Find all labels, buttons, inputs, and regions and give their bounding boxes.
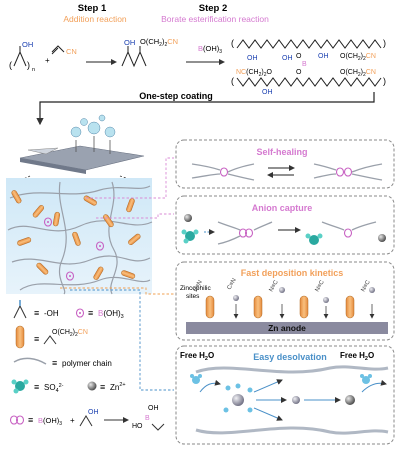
legend-so4: ≡ SO42-: [11, 379, 64, 394]
coating-label: One-step coating: [139, 91, 213, 101]
legend: ≡ -OH ≡ B(OH)3 ≡ O(CH2)2CN ≡ polymer cha…: [9, 300, 165, 431]
svg-text:OH: OH: [247, 55, 258, 62]
fast-deposition-title: Fast deposition kinetics: [241, 268, 344, 278]
svg-text:OH: OH: [124, 38, 135, 47]
free-water-right: Free H2O: [340, 351, 374, 362]
zn-anode: [186, 322, 388, 334]
legend-zn: ≡ Zn2+: [87, 381, 126, 392]
legend-polymer-chain-label: polymer chain: [62, 359, 112, 368]
svg-text:≡: ≡: [28, 415, 33, 425]
deposition-rods: [205, 295, 355, 319]
svg-text:O: O: [296, 69, 302, 76]
pva-monomer: OH ( ) n: [9, 40, 35, 73]
svg-text:≡: ≡: [100, 382, 105, 392]
solvated-zn: [223, 383, 253, 413]
cn-label: CN: [66, 47, 77, 56]
svg-text:+: +: [45, 56, 50, 65]
svg-text:C≡N: C≡N: [193, 279, 204, 293]
svg-text:): ): [383, 38, 386, 48]
polymer-network-box: [6, 178, 153, 295]
svg-text:NC(CH2)2O: NC(CH2)2O: [236, 69, 272, 78]
anion-capture-title: Anion capture: [252, 203, 313, 213]
legend-boh3-label: B(OH)3: [98, 309, 124, 320]
svg-text:N≡C: N≡C: [269, 279, 281, 293]
svg-text:): ): [383, 76, 386, 86]
svg-text:O(CH2)2CN: O(CH2)2CN: [340, 53, 376, 62]
svg-text:B: B: [302, 61, 307, 68]
zn-ions-deposit: [233, 287, 375, 303]
svg-text:OH: OH: [148, 405, 159, 412]
legend-polymer-chain: ≡ polymer chain: [13, 357, 112, 368]
connector-lines: [60, 157, 174, 391]
svg-text:(: (: [9, 60, 12, 70]
zn-anode-label: Zn anode: [268, 323, 306, 333]
self-healing-title: Self-healing: [256, 147, 307, 157]
svg-text:≡: ≡: [34, 334, 39, 344]
intermediate-polymer: OH O(CH2)2CN: [121, 37, 178, 68]
captured-sulfate: [305, 233, 323, 245]
svg-text:O(CH2)2CN: O(CH2)2CN: [340, 69, 376, 78]
svg-text:OH: OH: [282, 55, 293, 62]
svg-text:C≡N: C≡N: [227, 277, 238, 291]
sulfate-ion: [181, 229, 199, 244]
acrylonitrile: CN: [51, 45, 77, 56]
oh-label: OH: [22, 40, 33, 49]
panel-anion-capture: Anion capture: [175, 195, 395, 255]
svg-text:N≡C: N≡C: [361, 279, 373, 293]
step1-subtitle: Addition reaction: [63, 14, 127, 24]
svg-text:(: (: [231, 76, 234, 86]
coating-substrate-illustration: [7, 114, 151, 187]
svg-text:n: n: [32, 67, 35, 73]
boric-acid-reagent: B(OH)3: [198, 44, 222, 55]
step2-subtitle: Borate esterification reaction: [161, 14, 269, 24]
svg-text:HO: HO: [132, 423, 143, 430]
svg-text:O: O: [296, 53, 302, 60]
svg-text:OH: OH: [318, 53, 329, 60]
svg-text:≡: ≡: [34, 308, 39, 318]
svg-text:B(OH)3: B(OH)3: [38, 416, 62, 427]
crosslinked-product: ( ) ( ) OH OH O B O OH O(CH2)2CN O(CH2)2…: [231, 38, 386, 96]
svg-text:B: B: [145, 415, 150, 422]
svg-text:): ): [27, 60, 30, 70]
step1-title: Step 1: [78, 3, 107, 14]
svg-text:(: (: [231, 38, 234, 48]
legend-oh: ≡ -OH: [13, 300, 59, 319]
legend-side-chain-label: O(CH2)2CN: [52, 329, 88, 338]
legend-oh-label: -OH: [44, 309, 59, 318]
panel-easy-desolvation: Easy desolvation Free H2O Free H2O: [175, 345, 395, 445]
svg-text:≡: ≡: [34, 382, 39, 392]
reaction-scheme: Step 1 Addition reaction Step 2 Borate e…: [9, 3, 386, 96]
panel-self-healing: Self-healing: [175, 139, 395, 189]
side-chain-label: O(CH2)2CN: [140, 37, 178, 48]
free-water-molecules: [190, 374, 372, 384]
svg-text:≡: ≡: [52, 358, 57, 368]
legend-so4-label: SO42-: [44, 383, 64, 394]
svg-text:≡: ≡: [88, 308, 93, 318]
legend-zn-label: Zn2+: [110, 382, 126, 392]
svg-text:OH: OH: [262, 89, 273, 96]
svg-text:+: +: [70, 416, 75, 425]
legend-boh3: ≡ B(OH)3: [75, 308, 124, 320]
svg-text:N≡C: N≡C: [315, 279, 327, 293]
easy-desolvation-title: Easy desolvation: [253, 352, 327, 362]
svg-text:OH: OH: [88, 409, 99, 416]
step2-title: Step 2: [199, 3, 228, 14]
legend-side-chain: ≡ O(CH2)2CN: [15, 325, 88, 349]
coating-process: One-step coating: [36, 91, 375, 126]
free-water-left: Free H2O: [180, 351, 214, 362]
legend-equation: ≡ B(OH)3 + OH HO B OH: [9, 405, 165, 431]
